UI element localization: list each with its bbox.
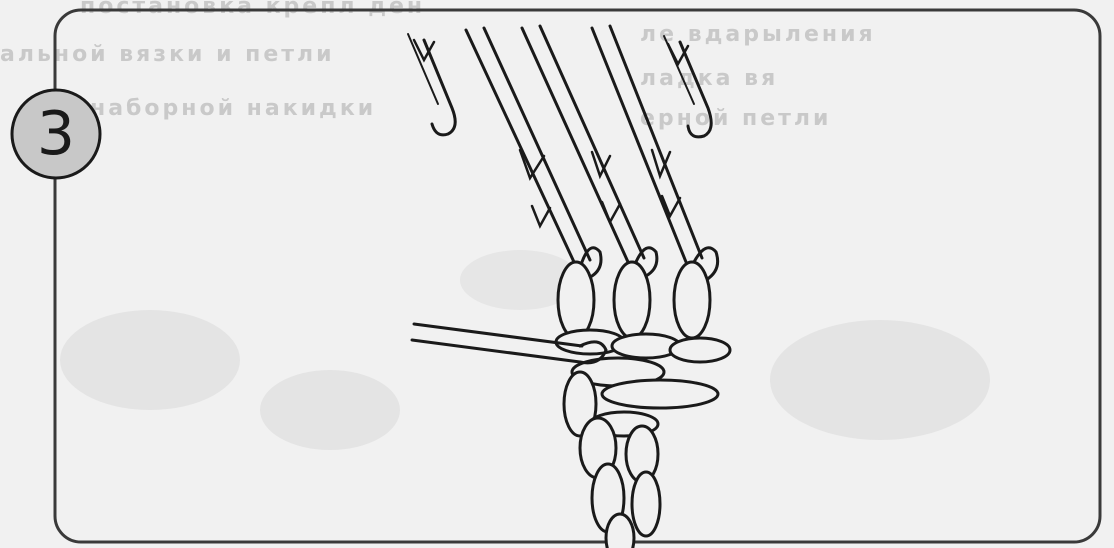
step-number: 3 — [12, 90, 100, 178]
yarn-loop-icon — [556, 262, 730, 548]
long-hook-1 — [466, 28, 590, 262]
down-arrow-icon — [602, 202, 620, 222]
long-hook-3 — [592, 26, 702, 262]
crochet-hook-icon — [408, 34, 455, 135]
down-arrow-icon — [532, 206, 550, 226]
paper-stains — [60, 250, 990, 450]
crochet-hook-icon — [664, 36, 711, 137]
